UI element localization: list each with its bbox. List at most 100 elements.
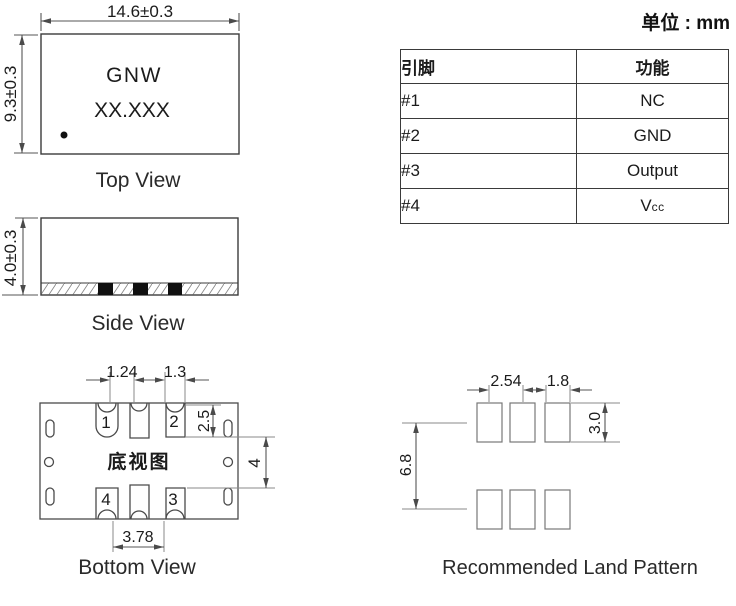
arrow-left-icon	[113, 544, 123, 550]
bottom-view-label: Bottom View	[78, 556, 196, 579]
pad1-castellation-notch	[97, 402, 117, 413]
side-view-label: Side View	[91, 312, 185, 335]
top-view-body	[40, 33, 240, 155]
top-view-drawing: GNW XX.XXX 14.6±0.3 9.3±0.3	[1, 2, 240, 155]
table-header-row: 引脚 功能	[400, 49, 729, 84]
dim-bottom-span: 3.78	[122, 529, 153, 546]
pad4-castellation-notch	[97, 509, 117, 520]
left-hole	[43, 456, 55, 468]
right-hole	[222, 456, 234, 468]
left-slot-top	[45, 419, 55, 438]
arrow-right-icon	[536, 387, 546, 393]
function-text: Output	[626, 161, 679, 180]
pad1-number: 1	[101, 413, 110, 432]
table-row: #3 Output	[400, 153, 729, 189]
right-slot-bottom	[223, 487, 233, 506]
function-cell: Vcc	[576, 188, 729, 224]
arrow-up-icon	[210, 405, 216, 415]
arrow-left-icon	[185, 377, 195, 383]
arrow-right-icon	[229, 18, 239, 24]
pad3-castellation-notch	[165, 509, 185, 520]
arrow-right-icon	[479, 387, 489, 393]
land-pad-top-1	[476, 402, 503, 443]
left-slot-bottom	[45, 487, 55, 506]
pin1-index-dot	[60, 131, 68, 139]
land-pad-bottom-2	[509, 489, 536, 530]
side-view-drawing: 4.0±0.3	[1, 217, 239, 296]
unit-note: 单位 : mm	[641, 13, 730, 34]
function-text: GND	[633, 126, 672, 145]
function-cell: Output	[576, 153, 729, 189]
land-pad-top-2	[509, 402, 536, 443]
side-view-height-dim: 4.0±0.3	[1, 230, 20, 287]
arrow-right-icon	[100, 377, 110, 383]
table-row: #1 NC	[400, 83, 729, 119]
arrow-left-icon	[41, 18, 51, 24]
pin-column-header: 引脚	[400, 49, 577, 84]
land-pattern-drawing: 2.54 1.8 3.0 6.8	[398, 373, 620, 530]
arrow-right-icon	[154, 544, 164, 550]
pad2-number: 2	[169, 412, 178, 431]
dim-land-pad-width: 1.8	[547, 373, 569, 390]
dim-pad-depth: 2.5	[196, 410, 213, 432]
top-center-slot	[129, 403, 150, 439]
table-row: #4 Vcc	[400, 188, 729, 224]
side-pad-1	[98, 283, 113, 295]
bottom-view-body	[39, 402, 239, 520]
function-subscript: cc	[651, 200, 665, 214]
pin-function-table: 引脚 功能 #1 NC #2 GND #3 Output #4 Vcc	[400, 49, 729, 224]
arrow-left-icon	[134, 377, 144, 383]
pad2-outline	[165, 403, 186, 438]
pin-cell: #4	[400, 188, 577, 224]
right-slot-top	[223, 419, 233, 438]
bottom-view-drawing: 1 2 4 3 底视图 1.24 1.3 2.5 4	[39, 364, 275, 552]
arrow-down-icon	[602, 432, 608, 442]
table-row: #2 GND	[400, 118, 729, 154]
dim-land-pad-height: 3.0	[587, 412, 604, 434]
side-pad-2	[133, 283, 148, 295]
land-pad-top-3	[544, 402, 571, 443]
pad3-number: 3	[168, 490, 177, 509]
dim-row-span: 6.8	[398, 454, 415, 476]
arrow-up-icon	[20, 218, 26, 228]
function-cell: GND	[576, 118, 729, 154]
bottom-center-slot	[129, 484, 150, 519]
function-text: V	[640, 196, 652, 215]
top-view-label: Top View	[95, 169, 181, 192]
arrow-up-icon	[413, 423, 419, 433]
top-view-height-dim: 9.3±0.3	[1, 66, 20, 123]
arrow-up-icon	[602, 403, 608, 413]
dim-top-pitch: 1.24	[106, 364, 137, 381]
marking-text-line1: GNW	[106, 64, 162, 87]
arrow-down-icon	[19, 143, 25, 153]
dim-pad-pitch: 2.54	[490, 373, 521, 390]
pad4-outline	[95, 487, 119, 519]
arrow-right-icon	[155, 377, 165, 383]
pad4-number: 4	[101, 490, 110, 509]
pad3-outline	[165, 487, 186, 519]
bottom-view-center-text: 底视图	[107, 450, 170, 473]
marking-text-line2: XX.XXX	[94, 99, 170, 122]
top-center-notch	[130, 402, 148, 412]
pin-cell: #1	[400, 83, 577, 119]
function-cell: NC	[576, 83, 729, 119]
arrow-left-icon	[570, 387, 580, 393]
pin-cell: #2	[400, 118, 577, 154]
function-column-header: 功能	[576, 49, 729, 84]
bottom-center-notch	[130, 510, 148, 520]
land-pad-bottom-1	[476, 489, 503, 530]
pad2-castellation-notch	[165, 402, 185, 413]
arrow-up-icon	[19, 35, 25, 45]
top-view-width-dim: 14.6±0.3	[107, 2, 173, 21]
arrow-down-icon	[210, 427, 216, 437]
land-pad-bottom-3	[544, 489, 571, 530]
land-pattern-label: Recommended Land Pattern	[442, 557, 698, 579]
arrow-down-icon	[413, 499, 419, 509]
arrow-up-icon	[263, 437, 269, 447]
pin-cell: #3	[400, 153, 577, 189]
dim-top-width: 1.3	[164, 364, 186, 381]
dim-mid-gap: 4	[245, 458, 264, 467]
side-pad-3	[168, 283, 182, 295]
function-text: NC	[640, 91, 665, 110]
